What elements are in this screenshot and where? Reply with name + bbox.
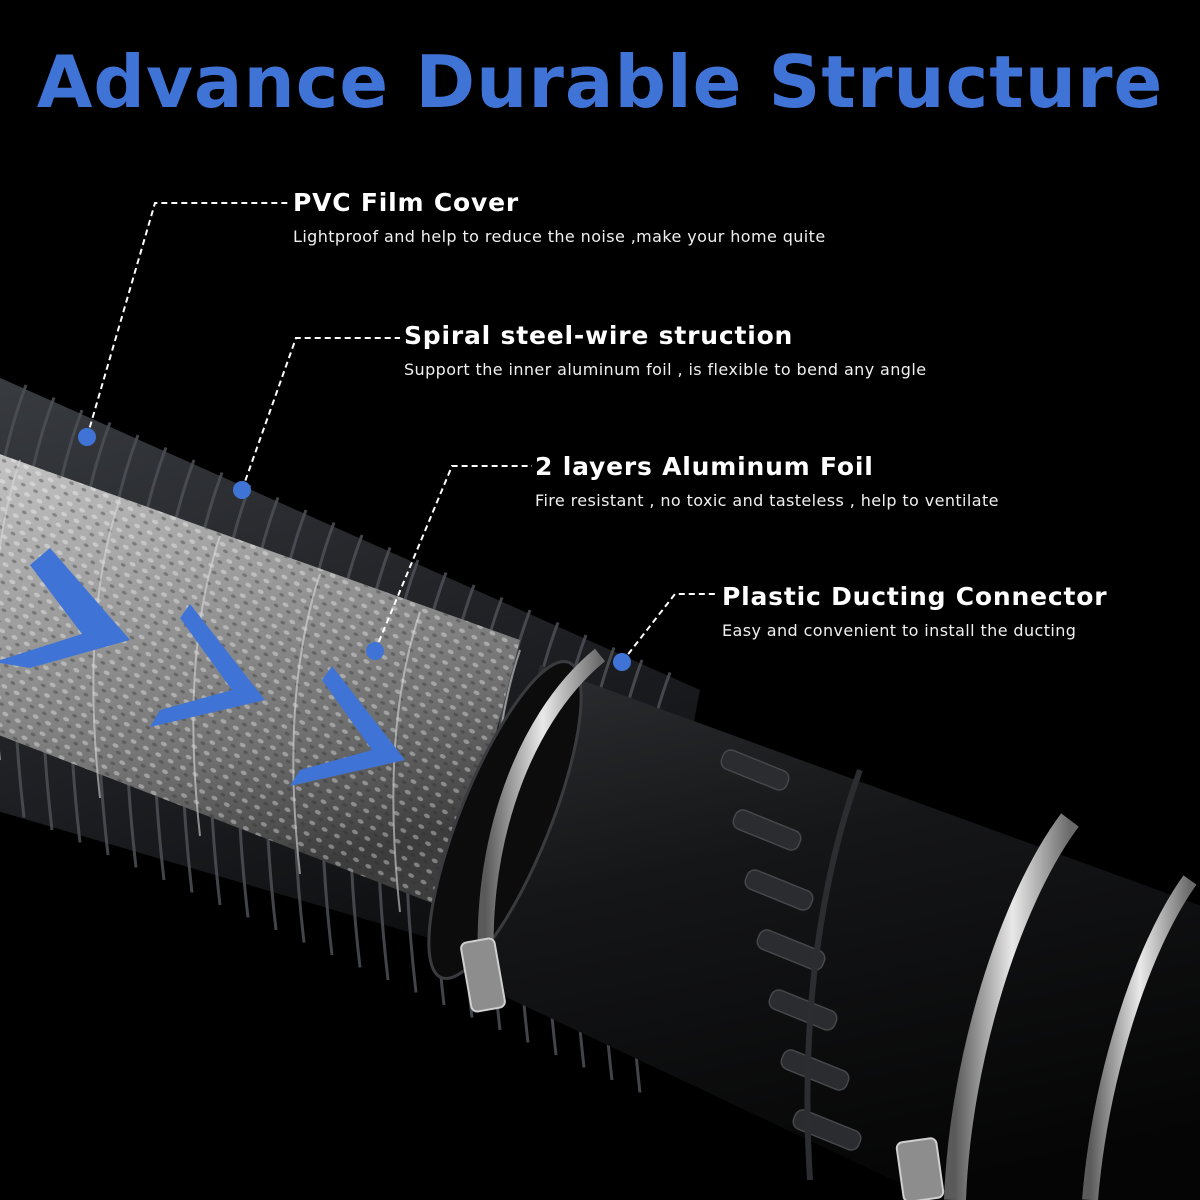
clamp-rear-2 [1082, 875, 1197, 1200]
airflow-chevron-2 [150, 604, 265, 727]
dot-connector [613, 653, 631, 671]
clamp-screw [460, 937, 506, 1013]
airflow-chevron-1 [0, 548, 130, 668]
page-title: Advance Durable Structure [36, 40, 1164, 124]
leader-connector [621, 593, 718, 663]
grip-notch [756, 929, 826, 971]
callout-dots [78, 428, 631, 671]
callout-description: Support the inner aluminum foil , is fle… [404, 360, 927, 379]
grip-notch [732, 809, 802, 851]
clamp-screw-rear [895, 1137, 945, 1200]
foil-seam [192, 535, 221, 837]
hose-clamps [460, 648, 1197, 1200]
callout-heading: PVC Film Cover [293, 188, 519, 217]
callout-heading: Plastic Ducting Connector [722, 582, 1108, 611]
callout-leaders [86, 202, 718, 663]
callout-description: Easy and convenient to install the ducti… [722, 621, 1077, 640]
hose-rib [0, 384, 28, 489]
callout-description: Lightproof and help to reduce the noise … [293, 227, 826, 246]
callout-aluminum-foil: 2 layers Aluminum Foil Fire resistant , … [535, 452, 999, 510]
callout-heading: Spiral steel-wire struction [404, 321, 794, 350]
callout-description: Fire resistant , no toxic and tasteless … [535, 491, 999, 510]
leader-spiral [241, 337, 400, 491]
leader-pvc [86, 202, 290, 438]
dot-spiral [233, 481, 251, 499]
grip-notch [720, 749, 790, 791]
foil-seam [0, 459, 21, 760]
callout-pvc-film-cover: PVC Film Cover Lightproof and help to re… [293, 188, 826, 246]
grip-notch [780, 1049, 850, 1091]
airflow-arrows [0, 548, 405, 786]
foil-seam [392, 611, 421, 913]
callout-spiral-steel-wire: Spiral steel-wire struction Support the … [404, 321, 926, 379]
leader-foil [374, 465, 532, 652]
aluminum-foil-tube [0, 454, 521, 951]
plastic-ducting-connector [427, 659, 1200, 1200]
clamp-rear [944, 813, 1079, 1200]
dot-pvc [78, 428, 96, 446]
grip-notch [744, 869, 814, 911]
foil-seam [292, 573, 321, 875]
airflow-chevron-3 [290, 666, 405, 786]
callout-heading: 2 layers Aluminum Foil [535, 452, 874, 481]
callout-plastic-connector: Plastic Ducting Connector Easy and conve… [722, 582, 1107, 640]
grip-notch [768, 989, 838, 1031]
dot-foil [366, 642, 384, 660]
